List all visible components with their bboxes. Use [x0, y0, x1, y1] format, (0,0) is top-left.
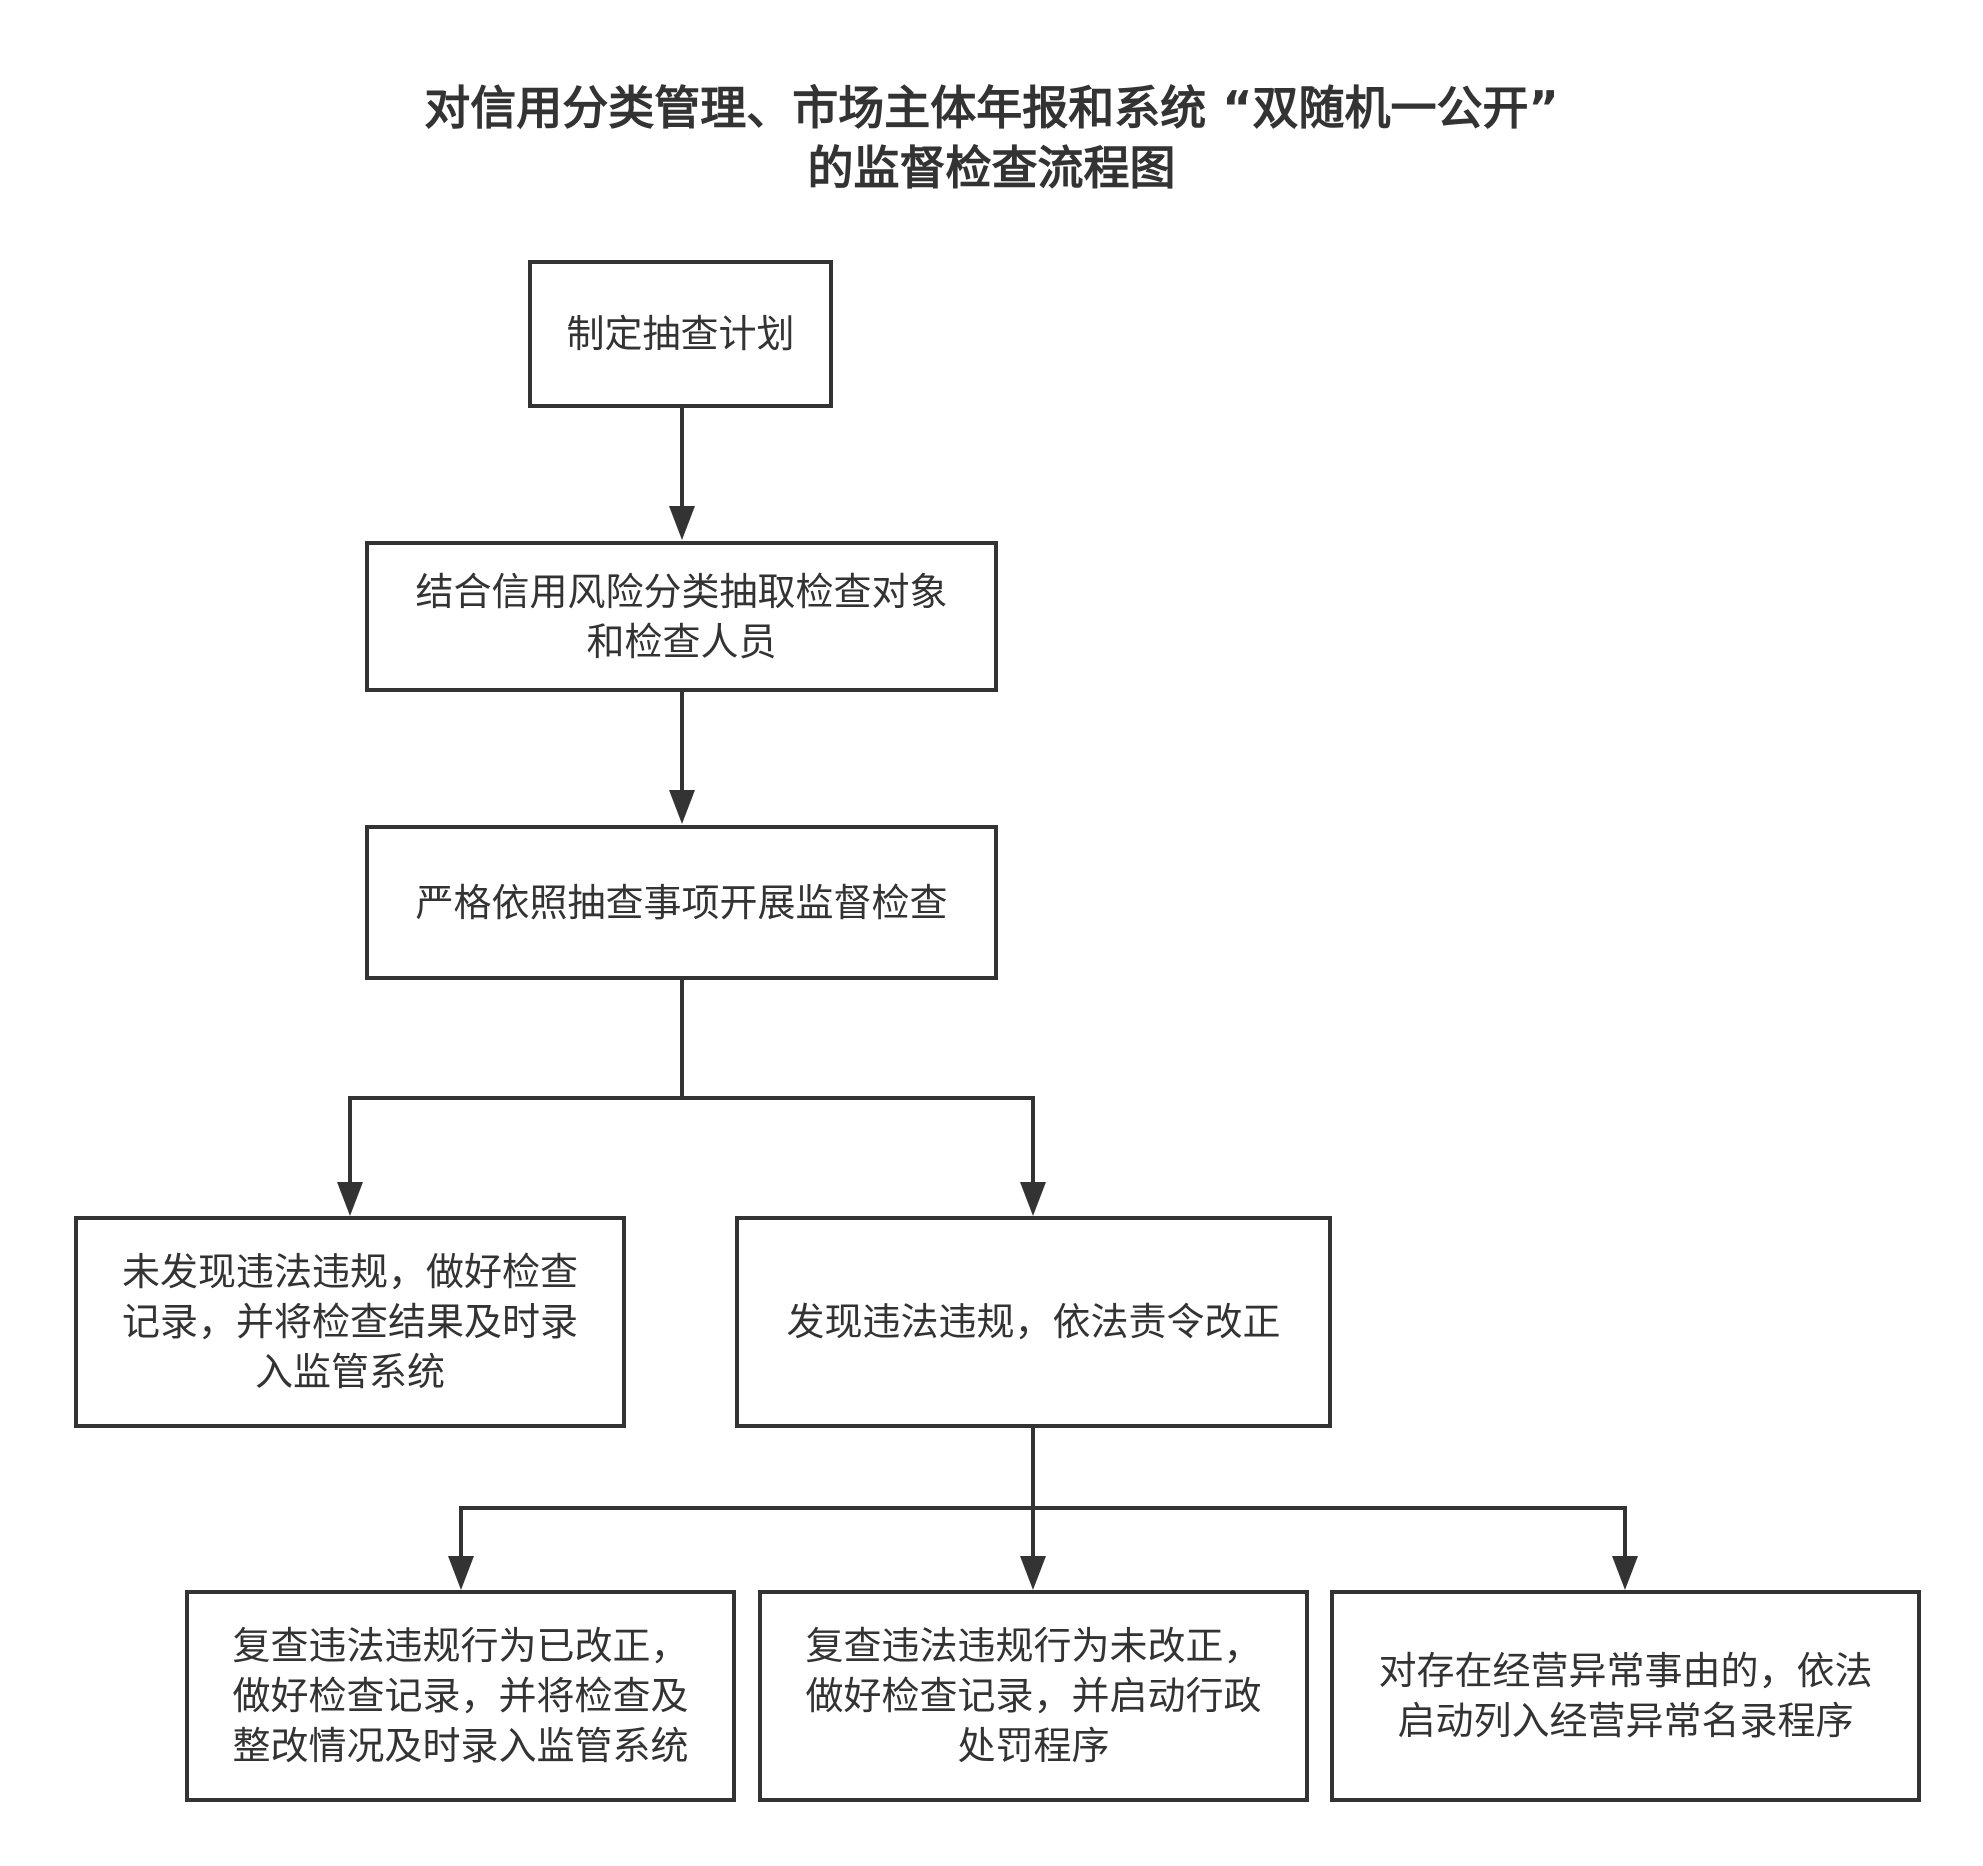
- node-text-line: 复查违法违规行为未改正，: [805, 1624, 1262, 1668]
- connector-branch-right: [682, 1096, 1035, 1186]
- node-corrected: 复查违法违规行为已改正， 做好检查记录，并将检查及整改情况及时录入监管系统: [185, 1590, 736, 1802]
- diagram-title-line-2: 的监督检查流程图: [807, 141, 1176, 195]
- node-text-line: 复查违法违规行为已改正，: [232, 1624, 689, 1668]
- node-text-line: 发现违法违规，依法责令改正: [786, 1300, 1281, 1344]
- node-text: 对存在经营异常事由的，依法启动列入经营异常名录程序: [1378, 1646, 1872, 1746]
- node-plan: 制定抽查计划: [528, 260, 833, 408]
- arrowhead-abnormal: [1612, 1556, 1638, 1590]
- node-text-line: 对存在经营异常事由的，依法: [1378, 1649, 1873, 1693]
- arrowhead-no-violation: [337, 1182, 363, 1216]
- node-text-line: 做好检查记录，并启动行政: [805, 1674, 1262, 1718]
- node-select: 结合信用风险分类抽取检查对象和检查人员: [365, 541, 998, 692]
- node-text-line: 未发现违法违规，做好检查: [121, 1250, 578, 1294]
- node-text-line: 和检查人员: [586, 619, 777, 664]
- arrowhead-select: [669, 506, 695, 540]
- node-text: 制定抽查计划: [566, 309, 794, 359]
- node-text-line: 整改情况及时录入监管系统: [232, 1724, 689, 1768]
- node-text-line: 启动列入经营异常名录程序: [1397, 1699, 1854, 1743]
- node-text-line: 严格依照抽查事项开展监督检查: [415, 880, 948, 925]
- node-text: 未发现违法违规，做好检查记录，并将检查结果及时录入监管系统: [122, 1247, 578, 1397]
- node-no-violation: 未发现违法违规，做好检查记录，并将检查结果及时录入监管系统: [74, 1216, 626, 1428]
- diagram-title: 对信用分类管理、市场主体年报和系统 “双随机一公开” 的监督检查流程图: [0, 78, 1983, 198]
- connector-violation-right: [1033, 1506, 1627, 1560]
- arrowhead-inspect: [669, 790, 695, 824]
- arrowhead-corrected: [448, 1556, 474, 1590]
- node-not-corrected: 复查违法违规行为未改正， 做好检查记录，并启动行政处罚程序: [758, 1590, 1309, 1802]
- node-violation: 发现违法违规，依法责令改正: [735, 1216, 1332, 1428]
- diagram-title-line-1: 对信用分类管理、市场主体年报和系统 “双随机一公开”: [424, 81, 1559, 135]
- node-text: 严格依照抽查事项开展监督检查: [415, 878, 947, 928]
- connector-branch-left: [348, 1096, 682, 1186]
- node-text-line: 做好检查记录，并将检查及: [232, 1674, 689, 1718]
- node-text-line: 处罚程序: [957, 1724, 1110, 1768]
- node-text-line: 记录，并将检查结果及时录: [121, 1300, 578, 1344]
- arrowhead-violation: [1020, 1182, 1046, 1216]
- node-text: 复查违法违规行为已改正， 做好检查记录，并将检查及整改情况及时录入监管系统: [232, 1621, 688, 1771]
- node-text-line: 结合信用风险分类抽取检查对象: [415, 569, 948, 614]
- arrowhead-not-corrected: [1020, 1556, 1046, 1590]
- node-text-line: 制定抽查计划: [566, 312, 795, 356]
- node-inspect: 严格依照抽查事项开展监督检查: [365, 825, 998, 980]
- node-text-line: 入监管系统: [254, 1350, 445, 1394]
- node-abnormal: 对存在经营异常事由的，依法启动列入经营异常名录程序: [1330, 1590, 1921, 1802]
- node-text: 结合信用风险分类抽取检查对象和检查人员: [415, 567, 947, 667]
- node-text: 复查违法违规行为未改正， 做好检查记录，并启动行政处罚程序: [805, 1621, 1261, 1771]
- node-text: 发现违法违规，依法责令改正: [786, 1297, 1280, 1347]
- connector-violation-left: [459, 1506, 1033, 1560]
